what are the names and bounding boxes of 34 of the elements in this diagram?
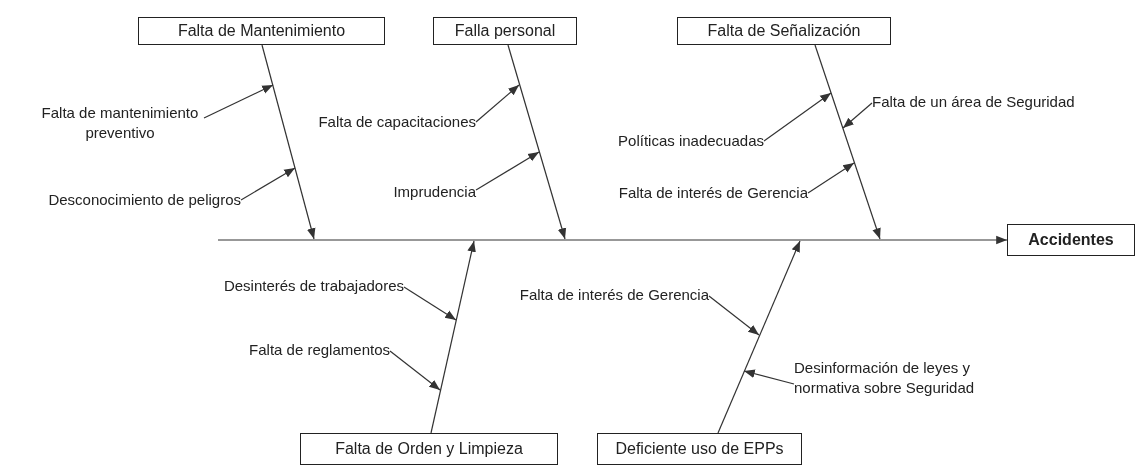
category-box: Falta de Orden y Limpieza [300, 433, 558, 465]
cause-label: Desinformación de leyes y normativa sobre Seguridad [794, 358, 1019, 397]
bone-arrow [507, 44, 567, 240]
cause-label: Falta de un área de Seguridad [872, 92, 1075, 112]
bone-arrow [430, 240, 476, 434]
effect-box: Accidentes [1007, 224, 1135, 256]
cause-label: Políticas inadecuadas [618, 131, 764, 151]
category-box: Falta de Señalización [677, 17, 891, 45]
category-box: Falla personal [433, 17, 577, 45]
cause-label: Desinterés de trabajadores [223, 276, 404, 296]
cause-arrow [240, 167, 296, 201]
bone-arrow [261, 44, 316, 240]
cause-arrow [475, 84, 520, 123]
cause-label: Falta de reglamentos [249, 340, 390, 360]
cause-arrow [389, 350, 441, 391]
category-box: Falta de Mantenimiento [138, 17, 385, 45]
cause-arrow [763, 92, 832, 142]
cause-arrow [403, 286, 457, 321]
spine-arrow [217, 235, 1008, 245]
cause-label: Falta de interés de Gerencia [618, 183, 808, 203]
cause-label: Desconocimiento de peligros [48, 190, 241, 210]
category-box: Deficiente uso de EPPs [597, 433, 802, 465]
cause-arrow [203, 84, 274, 119]
cause-arrow [807, 162, 855, 194]
bone-arrow [717, 240, 801, 434]
bone-arrow [814, 44, 881, 240]
cause-arrow [842, 102, 873, 129]
cause-label: Falta de mantenimiento preventivo [36, 103, 204, 142]
cause-label: Imprudencia [393, 182, 476, 202]
cause-arrow [708, 295, 760, 336]
cause-arrow [743, 369, 795, 385]
cause-arrow [475, 151, 540, 191]
cause-label: Falta de capacitaciones [318, 112, 476, 132]
cause-label: Falta de interés de Gerencia [519, 285, 709, 305]
